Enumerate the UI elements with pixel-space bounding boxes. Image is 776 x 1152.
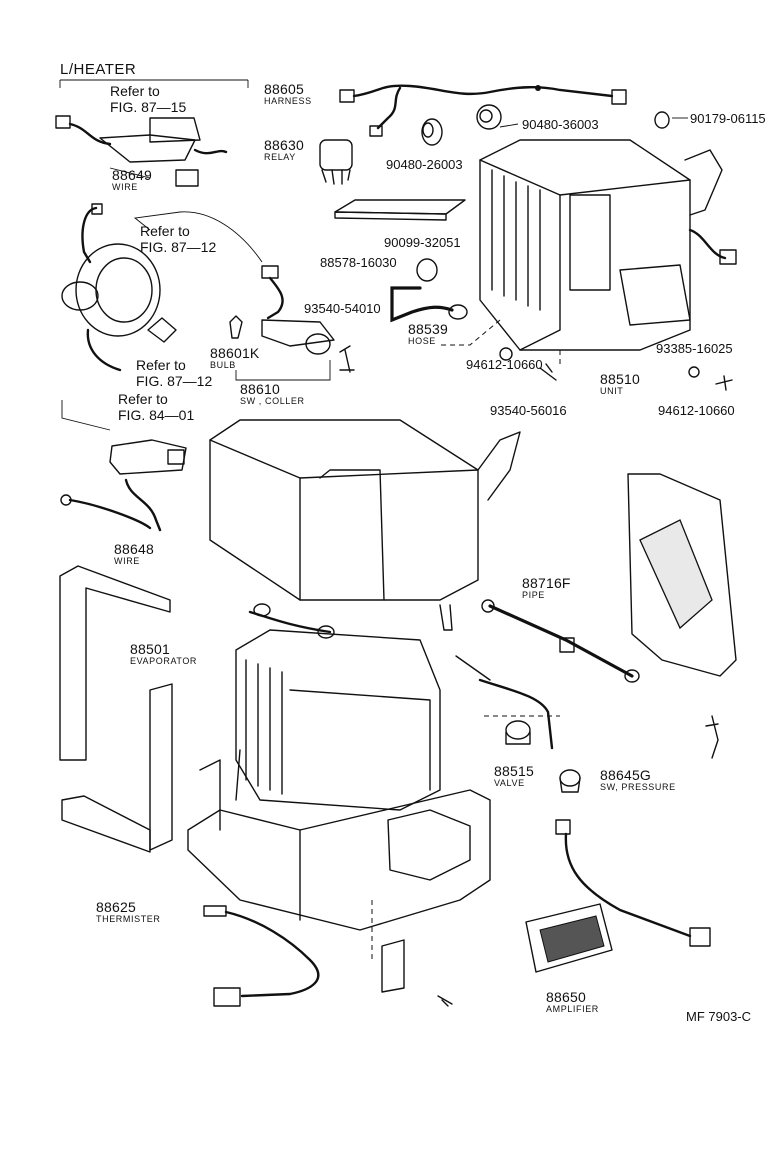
side-bracket-drawing [627, 473, 737, 759]
blower-motor-drawing [61, 203, 263, 372]
part-name: WIRE [112, 182, 138, 192]
grommets-drawing [416, 104, 688, 282]
relay-drawing [319, 139, 353, 185]
part-number: 88716F [522, 575, 571, 591]
lower-case-drawing [187, 749, 491, 1007]
figure-code: MF 7903-C [686, 1009, 752, 1024]
hose-drawing [390, 286, 468, 323]
callout-88716f: 88716F PIPE [522, 576, 571, 600]
callout-88578-16030: 88578-16030 [320, 256, 397, 269]
callout-94612-10660-b: 94612-10660 [658, 404, 735, 417]
part-number: 88539 [408, 321, 448, 337]
ref-fig-87-12-a-line1: Refer to [140, 223, 190, 239]
callout-88625: 88625 THERMISTER [96, 900, 161, 924]
part-number: 88510 [600, 371, 640, 387]
part-number: 88605 [264, 81, 304, 97]
ref-fig-84-01-line2: FIG. 84—01 [118, 407, 195, 423]
cooler-switch-drawing [229, 265, 355, 381]
ref-fig-87-15-line2: FIG. 87—15 [110, 99, 187, 115]
ref-fig-87-12-b-line1: Refer to [136, 357, 186, 373]
part-number: 93540-56016 [490, 403, 567, 418]
part-number: 88650 [546, 989, 586, 1005]
part-name: HOSE [408, 336, 436, 346]
part-number: 88648 [114, 541, 154, 557]
part-name: PIPE [522, 590, 545, 600]
part-number: 88625 [96, 899, 136, 915]
part-number: 88501 [130, 641, 170, 657]
part-number: 88649 [112, 167, 152, 183]
part-number: 90099-32051 [384, 235, 461, 250]
upper-case-drawing [209, 419, 521, 631]
part-number: 90179-06115 [690, 111, 766, 126]
part-name: UNIT [600, 386, 624, 396]
callout-88501: 88501 EVAPORATOR [130, 642, 197, 666]
part-name: HARNESS [264, 96, 312, 106]
amplifier-drawing [525, 903, 613, 973]
callout-88610: 88610 SW , COLLER [240, 382, 305, 406]
part-number: 88601K [210, 345, 260, 361]
header-bracket [59, 79, 249, 88]
part-number: 94612-10660 [466, 357, 543, 372]
callout-90480-26003: 90480-26003 [386, 158, 463, 171]
callout-90179-06115: 90179-06115 [690, 112, 766, 125]
part-name: AMPLIFIER [546, 1004, 599, 1014]
expansion-valve-drawing [455, 655, 560, 750]
part-number: 88645G [600, 767, 652, 783]
thermister-drawing [203, 905, 320, 1007]
callout-90099-32051: 90099-32051 [384, 236, 461, 249]
callout-93540-56016: 93540-56016 [490, 404, 567, 417]
callout-88515: 88515 VALVE [494, 764, 534, 788]
part-name: EVAPORATOR [130, 656, 198, 666]
callout-93540-54010: 93540-54010 [304, 302, 381, 315]
part-number: 88610 [240, 381, 280, 397]
l-heater-title: L/HEATER [60, 61, 137, 78]
l-heater-wiring-drawing [55, 115, 228, 187]
ref-fig-87-12-a-line2: FIG. 87—12 [140, 239, 217, 255]
callout-88648: 88648 WIRE [114, 542, 154, 566]
callout-88650: 88650 AMPLIFIER [546, 990, 599, 1014]
cooling-unit-drawing [440, 139, 737, 391]
callout-88601k: 88601K BULB [210, 346, 259, 370]
part-number: 88515 [494, 763, 534, 779]
callout-88630: 88630 RELAY [264, 138, 304, 162]
duct-seal-drawing [59, 565, 173, 853]
part-name: VALVE [494, 778, 525, 788]
evaporator-drawing [235, 603, 441, 811]
callout-88649: 88649 WIRE [112, 168, 152, 192]
part-name: SW, PRESSURE [600, 782, 676, 792]
callout-93385-16025: 93385-16025 [656, 342, 733, 355]
ref-fig-84-01-line1: Refer to [118, 391, 168, 407]
part-name: WIRE [114, 556, 140, 566]
callout-88510: 88510 UNIT [600, 372, 640, 396]
pressure-switch-drawing [555, 769, 711, 947]
part-number: 94612-10660 [658, 403, 735, 418]
callout-88645g: 88645G SW, PRESSURE [600, 768, 676, 792]
part-name: BULB [210, 360, 236, 370]
ref-fig-87-12-b-line2: FIG. 87—12 [136, 373, 213, 389]
part-number: 93385-16025 [656, 341, 733, 356]
ref-fig-87-15-line1: Refer to [110, 83, 160, 99]
cover-plate-drawing [334, 199, 466, 221]
callout-90480-36003: 90480-36003 [522, 118, 599, 131]
part-number: 93540-54010 [304, 301, 381, 316]
part-name: SW , COLLER [240, 396, 305, 406]
part-name: THERMISTER [96, 914, 161, 924]
callout-88539: 88539 HOSE [408, 322, 448, 346]
pipe-drawing [481, 599, 640, 683]
callout-88605: 88605 HARNESS [264, 82, 312, 106]
part-number: 88578-16030 [320, 255, 397, 270]
part-number: 88630 [264, 137, 304, 153]
part-number: 90480-26003 [386, 157, 463, 172]
relay-box-drawing [60, 400, 187, 532]
harness-drawing [339, 84, 627, 137]
part-number: 90480-36003 [522, 117, 599, 132]
callout-94612-10660-a: 94612-10660 [466, 358, 543, 371]
part-name: RELAY [264, 152, 296, 162]
